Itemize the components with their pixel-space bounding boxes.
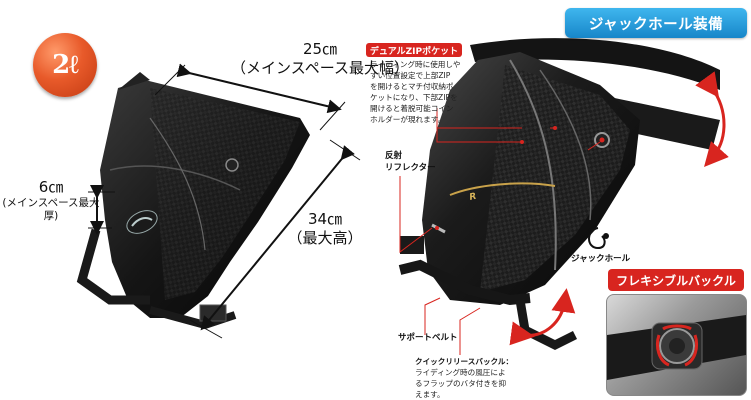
thickness-value: 6㎝ bbox=[38, 178, 64, 196]
quick-release-desc-line: るフラップのバタ付きを抑 bbox=[415, 379, 507, 388]
height-dimension-line bbox=[189, 139, 361, 339]
width-caption: （メインスペース最大幅） bbox=[231, 58, 409, 77]
thickness-caption: (メインスペース最大厚) bbox=[2, 196, 100, 222]
dual-zip-desc-line: ホルダーが現れます。 bbox=[370, 115, 446, 124]
dual-zip-desc-line: ライディング時に使用しや bbox=[370, 60, 461, 69]
left-bag-illustration bbox=[76, 72, 310, 330]
reflector-label-line: リフレクター bbox=[385, 163, 436, 173]
capacity-badge: 2ℓ bbox=[33, 33, 97, 97]
support-belt-label: サポートベルト bbox=[398, 333, 458, 343]
reflector-label-line: 反射 bbox=[385, 151, 403, 161]
dual-zip-description: ライディング時に使用しや すい位置設定で上部ZIP を開けるとマチ付収納ポ ケッ… bbox=[370, 59, 480, 125]
waist-belt-rotation-arrow bbox=[695, 71, 729, 167]
leg-belt-rotation-arrow bbox=[509, 288, 576, 346]
flexible-buckle-inset-photo bbox=[606, 294, 747, 396]
height-dimension-label: 34㎝ （最大高） bbox=[280, 210, 370, 248]
buckle-closeup-illustration bbox=[607, 315, 746, 380]
thickness-dimension-line bbox=[88, 185, 115, 235]
reflector-label: 反射 リフレクター bbox=[385, 150, 436, 174]
dual-zip-pocket-tag: デュアルZIPポケット bbox=[366, 43, 462, 57]
height-value: 34㎝ bbox=[307, 210, 343, 228]
width-dimension-label: 25㎝ （メインスペース最大幅） bbox=[220, 40, 420, 78]
width-dimension-line bbox=[154, 63, 346, 131]
height-caption: （最大高） bbox=[287, 228, 363, 247]
jack-hole-banner: ジャックホール装備 bbox=[565, 8, 747, 38]
flexible-buckle-tag: フレキシブルバックル bbox=[608, 269, 744, 291]
dual-zip-desc-line: 開けると着脱可能コイン bbox=[370, 104, 454, 113]
dual-zip-desc-line: すい位置設定で上部ZIP bbox=[370, 71, 451, 80]
thickness-dimension-label: 6㎝ (メインスペース最大厚) bbox=[0, 178, 102, 223]
quick-release-desc-line: えます。 bbox=[415, 390, 445, 399]
dual-zip-desc-line: を開けるとマチ付収納ポ bbox=[370, 82, 454, 91]
svg-text:R: R bbox=[469, 192, 478, 203]
width-value: 25㎝ bbox=[302, 40, 338, 58]
quick-release-desc-line: ライディング時の風圧によ bbox=[415, 368, 506, 377]
dual-zip-desc-line: ケットになり、下部ZIPを bbox=[370, 93, 458, 102]
quick-release-title: クイックリリースバックル： bbox=[415, 357, 514, 366]
callout-leader-lines bbox=[399, 108, 601, 355]
quick-release-callout: クイックリリースバックル： ライディング時の風圧によ るフラップのバタ付きを抑 … bbox=[415, 356, 525, 400]
jack-hole-label: ジャックホール bbox=[571, 254, 631, 264]
